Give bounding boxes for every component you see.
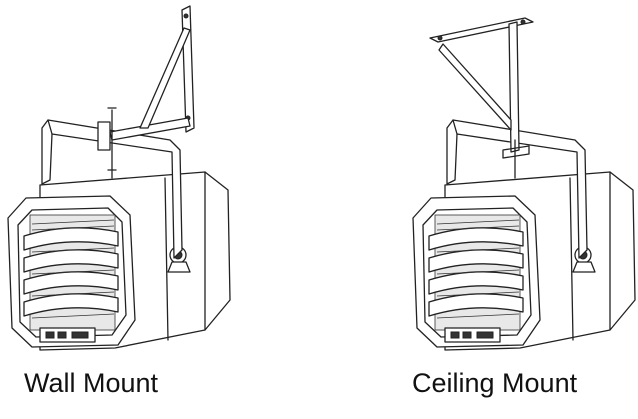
wall-mount-drawing bbox=[7, 5, 231, 351]
ceiling-mount-drawing bbox=[412, 17, 636, 351]
wall-mount-caption: Wall Mount bbox=[24, 368, 159, 398]
ceiling-mount-caption: Ceiling Mount bbox=[412, 368, 578, 398]
